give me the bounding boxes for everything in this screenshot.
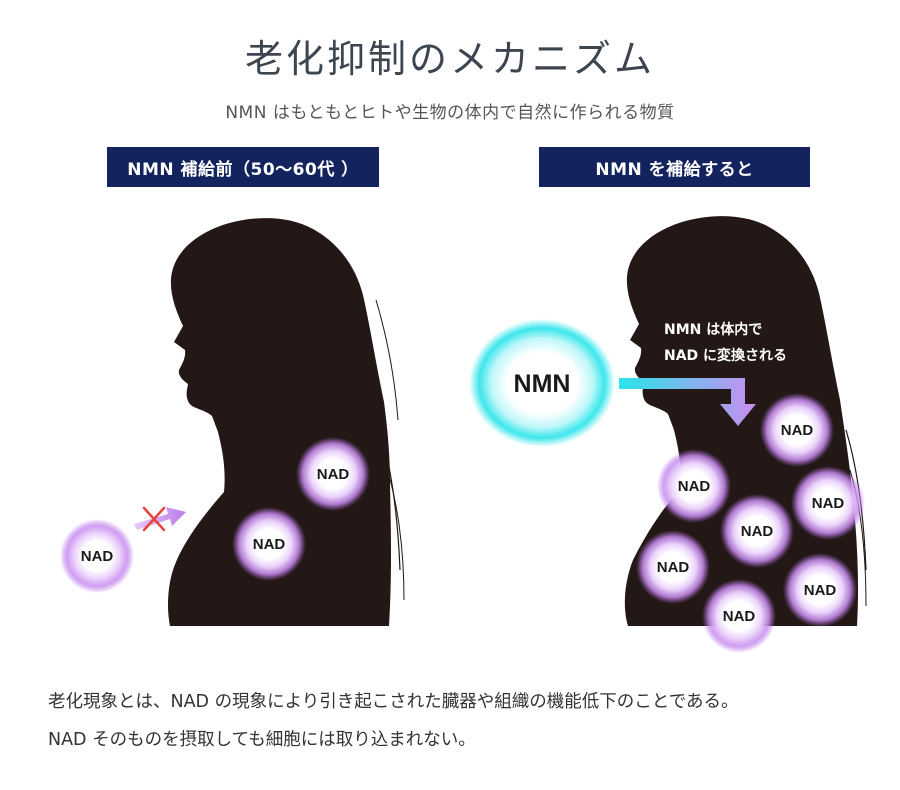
conversion-note-line-1: NMN は体内で [664,321,762,338]
nad-bubble-after: NAD [791,466,865,540]
svg-text:NAD: NAD [804,582,837,599]
svg-text:NAD: NAD [723,608,756,625]
footer-line-1: 老化現象とは、NAD の現象により引き起こされた臓器や組織の機能低下のことである… [48,683,878,721]
nad-bubble-after: NAD [657,449,731,523]
svg-text:NAD: NAD [657,559,690,576]
svg-text:NAD: NAD [812,495,845,512]
nad-bubble-after: NAD [720,494,794,568]
nad-bubble-after: NAD [702,579,776,653]
footer-line-2: NAD そのものを摂取しても細胞には取り込まれない。 [48,721,878,759]
svg-text:NAD: NAD [678,478,711,495]
nad-bubble-body: NAD [296,437,370,511]
nad-bubble-external: NAD [60,519,134,593]
svg-text:NAD: NAD [317,466,350,483]
nad-bubble-body: NAD [232,507,306,581]
svg-text:NMN: NMN [514,370,571,398]
nad-bubble-after: NAD [636,530,710,604]
svg-text:NAD: NAD [253,536,286,553]
nad-bubble-after: NAD [760,393,834,467]
svg-text:NAD: NAD [81,548,114,565]
conversion-note-line-2: NAD に変換される [664,347,787,364]
nad-bubble-after: NAD [783,553,857,627]
svg-text:NAD: NAD [741,523,774,540]
svg-text:NAD: NAD [781,422,814,439]
footer-text: 老化現象とは、NAD の現象により引き起こされた臓器や組織の機能低下のことである… [48,683,878,759]
nmn-bubble: NMN [469,319,615,447]
